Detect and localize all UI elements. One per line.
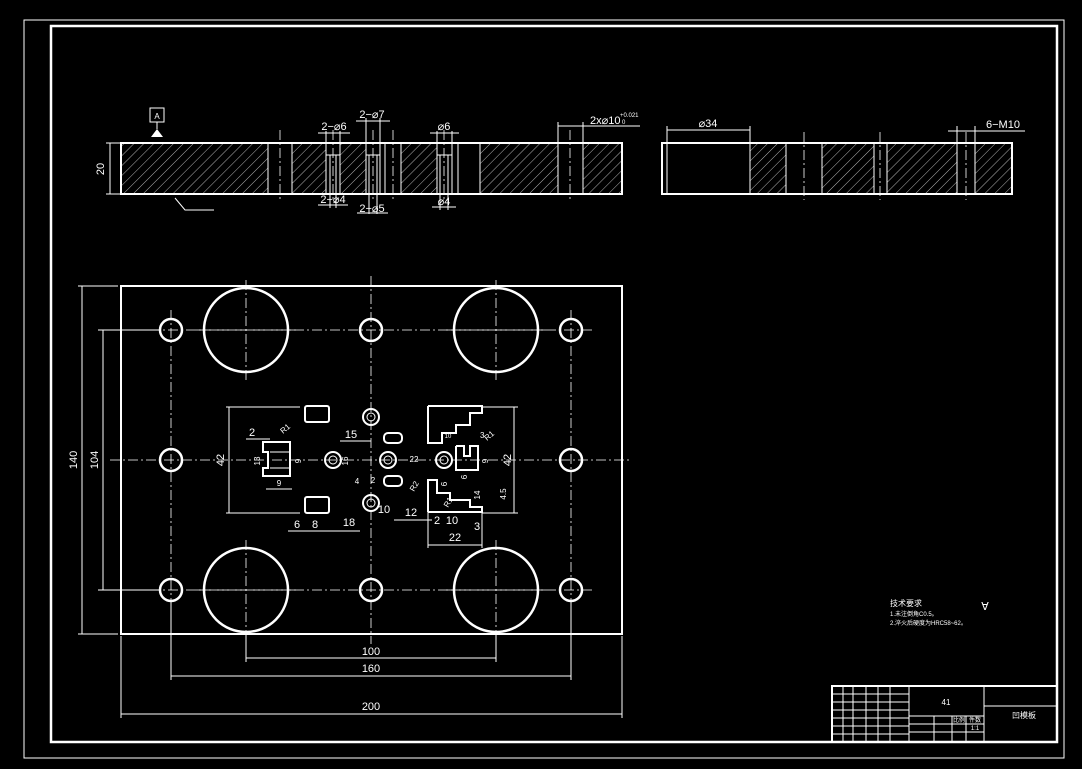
scale-label: 比例 bbox=[953, 716, 965, 724]
dim-d3: 3 bbox=[474, 521, 480, 533]
callout-tol-upper: +0.021 bbox=[620, 113, 639, 119]
callout-6: ⌀6 bbox=[438, 121, 451, 133]
outer-border bbox=[23, 19, 1065, 759]
technical-notes: 技术要求 1.未注倒角C0.5。 2.淬火后硬度为HRC58~62。 ∀ bbox=[890, 598, 989, 627]
dim-d6a: 6 bbox=[294, 519, 300, 531]
dim-r1b: R1 bbox=[442, 495, 455, 509]
guide-hole bbox=[452, 546, 540, 634]
bolt-hole bbox=[558, 317, 584, 343]
side-section-view: ⌀34 6−M10 bbox=[661, 118, 1025, 200]
dim-overall-width: 200 bbox=[362, 701, 380, 713]
dim-d2: 2 bbox=[249, 427, 255, 439]
dim-d9c: 9 bbox=[481, 458, 490, 463]
sheet-code: 41 bbox=[942, 698, 951, 707]
part-name: 凹模板 bbox=[1012, 710, 1036, 720]
plan-view: 140 104 100 160 200 bbox=[68, 276, 632, 718]
dim-d22: 22 bbox=[410, 455, 419, 464]
bolt-hole bbox=[358, 577, 384, 603]
dim-d14: 14 bbox=[473, 490, 482, 499]
dim-d3r1: 3 bbox=[480, 431, 485, 440]
dim-d13: 13 bbox=[253, 456, 262, 465]
dim-d8: 8 bbox=[312, 519, 318, 531]
dim-d2c: 2 bbox=[434, 515, 440, 527]
title-block: 41 凹模板 比例 1:1 件数 bbox=[831, 685, 1058, 743]
callout-2x6: 2−⌀6 bbox=[321, 121, 346, 133]
dim-d6c: 6 bbox=[460, 474, 469, 479]
callout-2x10: 2x⌀10 bbox=[590, 115, 620, 127]
bolt-hole bbox=[358, 317, 384, 343]
dim-inner-160: 160 bbox=[362, 663, 380, 675]
scale-value: 1:1 bbox=[971, 726, 980, 732]
dim-r1c: R1 bbox=[483, 429, 497, 443]
die-cavity-detail: 42 42 2 R1 13 9 9 16 15 4 2 R2 22 6 8 18… bbox=[215, 405, 518, 548]
bolt-hole bbox=[558, 447, 584, 473]
dim-inner-100: 100 bbox=[362, 646, 380, 658]
callout-2x4: 2−⌀4 bbox=[320, 194, 345, 206]
dim-d42-right: 42 bbox=[502, 454, 514, 466]
section-view: A 20 2−⌀6 2−⌀7 ⌀6 2x⌀10 +0.021 0 2−⌀ bbox=[95, 107, 640, 215]
dim-r2: R2 bbox=[408, 479, 421, 493]
dim-d16: 16 bbox=[341, 456, 350, 465]
roughness-symbol: ∀ bbox=[981, 601, 989, 613]
notes-line-1: 1.未注倒角C0.5。 bbox=[890, 610, 938, 618]
dim-d15: 15 bbox=[345, 429, 357, 441]
guide-hole bbox=[202, 286, 290, 374]
dim-d10: 10 bbox=[445, 434, 452, 440]
dim-thread: 6−M10 bbox=[986, 119, 1020, 131]
dim-d42-left: 42 bbox=[215, 454, 227, 466]
guide-hole bbox=[202, 546, 290, 634]
dim-d9a: 9 bbox=[294, 458, 303, 463]
callout-4: ⌀4 bbox=[438, 196, 451, 208]
dim-d10b: 10 bbox=[378, 504, 390, 516]
dim-thickness: 20 bbox=[95, 163, 107, 175]
dim-d10c: 10 bbox=[446, 515, 458, 527]
callout-tol-lower: 0 bbox=[622, 120, 626, 126]
callout-2x7: 2−⌀7 bbox=[359, 109, 384, 121]
dim-d45: 4.5 bbox=[499, 488, 508, 500]
bolt-hole bbox=[158, 447, 184, 473]
dim-d2b: 2 bbox=[371, 476, 376, 485]
dim-overall-height: 140 bbox=[68, 451, 80, 469]
dim-d22b: 22 bbox=[449, 532, 461, 544]
dim-d18: 18 bbox=[343, 517, 355, 529]
guide-hole bbox=[452, 286, 540, 374]
dim-d4: 4 bbox=[355, 477, 360, 486]
inner-border bbox=[49, 24, 1059, 744]
dim-bolt-height: 104 bbox=[89, 451, 101, 469]
datum-label: A bbox=[154, 112, 160, 121]
dim-r1: R1 bbox=[279, 422, 293, 436]
dim-d6b: 6 bbox=[440, 481, 449, 486]
dim-d9b: 9 bbox=[277, 479, 282, 488]
material-label: 件数 bbox=[969, 716, 981, 724]
notes-line-2: 2.淬火后硬度为HRC58~62。 bbox=[890, 619, 967, 627]
dim-bore: ⌀34 bbox=[699, 118, 718, 130]
dim-d12: 12 bbox=[405, 507, 417, 519]
callout-2x5: 2−⌀5 bbox=[359, 203, 384, 215]
notes-title: 技术要求 bbox=[890, 598, 922, 608]
